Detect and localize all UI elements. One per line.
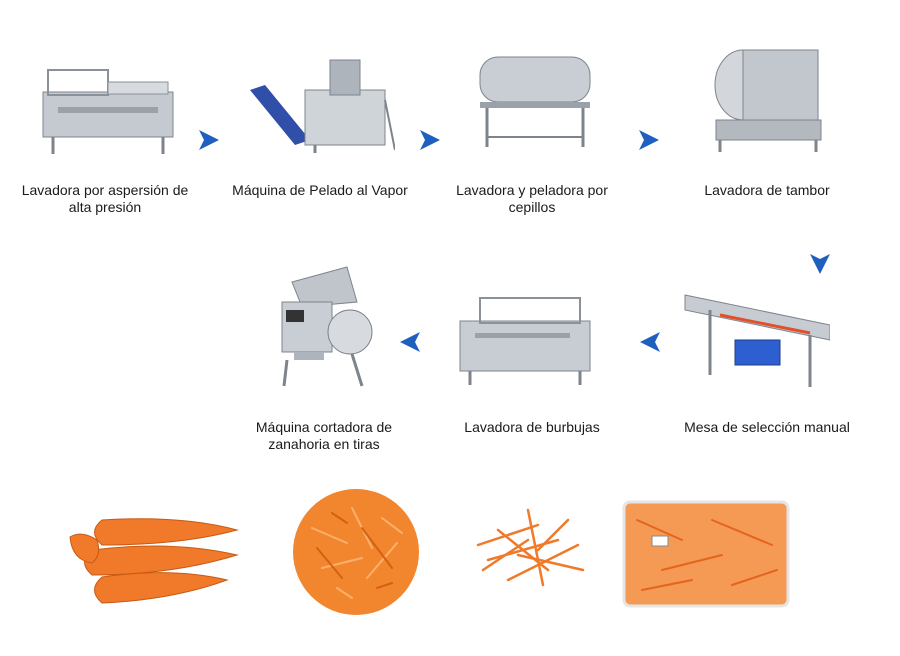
sorting-table-machine <box>684 294 830 387</box>
step-label: Lavadora de burbujas <box>464 419 600 435</box>
step-label: Mesa de selección manual <box>684 419 850 435</box>
bubble-washer-machine <box>459 297 591 385</box>
drum-washer-machine <box>714 49 822 152</box>
shredded-carrot-plate-image <box>293 489 419 615</box>
step-label: Lavadora por aspersión de alta presión <box>21 182 189 215</box>
step-label: Máquina de Pelado al Vapor <box>232 182 408 198</box>
arrow-down-icon <box>810 254 830 274</box>
step-label: Lavadora de tambor <box>704 182 830 198</box>
carrot-strips-pile-image <box>476 508 585 587</box>
bagged-carrot-strips-image <box>622 500 790 608</box>
whole-carrots-image <box>69 518 239 604</box>
arrow-right-icon <box>639 130 659 150</box>
arrow-left-icon <box>640 332 660 352</box>
carrot-shredder-machine <box>281 266 373 387</box>
spray-washer-machine <box>42 69 174 154</box>
brush-washer-peeler-machine <box>479 56 591 147</box>
arrow-right-icon <box>199 130 219 150</box>
step-label: Máquina cortadora de zanahoria en tiras <box>255 419 393 452</box>
arrow-right-icon <box>420 130 440 150</box>
arrow-left-icon <box>400 332 420 352</box>
steam-peeler-machine <box>250 59 395 153</box>
step-label: Lavadora y peladora por cepillos <box>456 182 608 215</box>
